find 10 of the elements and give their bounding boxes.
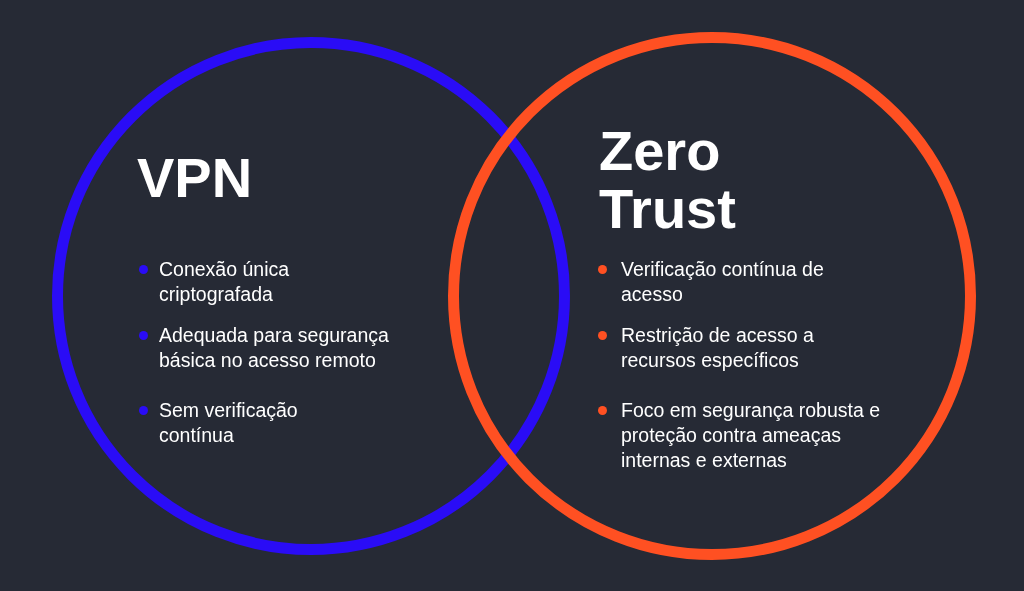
circle-title: Zero Trust (599, 122, 737, 238)
venn-circle (52, 37, 570, 555)
bullet-text: Foco em segurança robusta e proteção contra ameaças internas e externas (621, 398, 882, 473)
circle-title: VPN (137, 149, 254, 207)
bullet-text: Sem verificação contínua (159, 398, 299, 448)
venn-circle (448, 32, 976, 560)
bullet-text: Restrição de acesso a recursos específicos (621, 323, 815, 373)
bullet-text: Adequada para segurança básica no acesso remoto (159, 323, 390, 373)
bullet-text: Verificação contínua de acesso (621, 257, 825, 307)
bullet-text: Conexão única criptografada (159, 257, 291, 307)
